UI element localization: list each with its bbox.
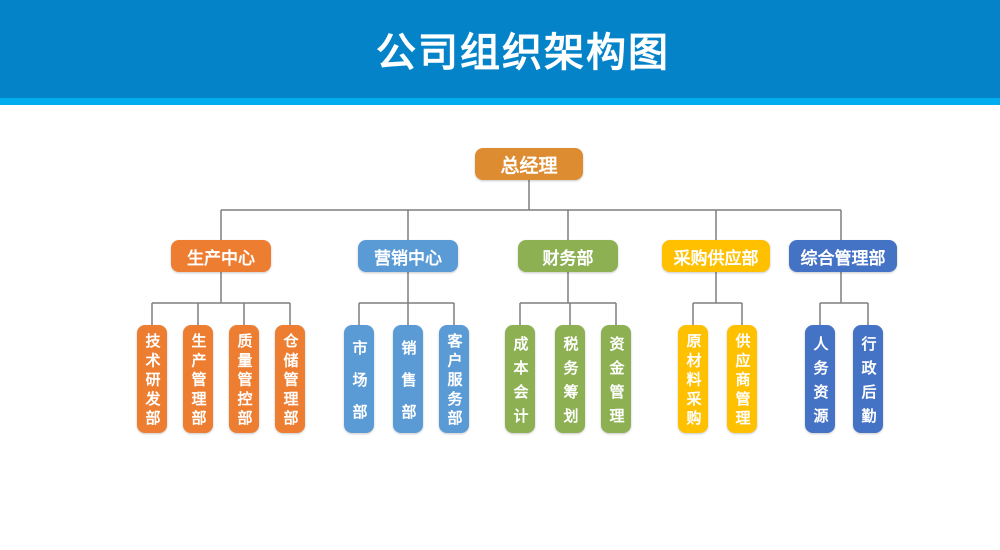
node-label: 资金管理 [607,335,625,432]
node-label: 质量管控部 [235,333,253,430]
node-label: 供应商管理 [733,333,751,430]
node-general-admin-dept: 综合管理部 [789,240,897,272]
node-admin-logistics-dept: 行政后勤 [853,325,883,433]
node-label: 技术研发部 [143,333,161,430]
finance-connectors [519,272,617,325]
marketing-connectors [358,272,455,325]
node-label: 仓储管理部 [281,333,299,430]
node-label: 原材料采购 [684,333,702,430]
node-label: 税务筹划 [561,335,579,432]
node-sales-dept: 销售部 [393,325,423,436]
node-label: 生产管理部 [189,333,207,430]
header-banner: 公司组织架构图 [0,0,1000,98]
root-connectors [220,180,842,240]
node-finance-dept: 财务部 [518,240,618,272]
node-label: 人务资源 [811,335,829,432]
admin-connectors [819,272,869,325]
node-label: 市场部 [350,339,368,436]
node-general-manager: 总经理 [475,148,583,180]
node-label: 客户服务部 [445,333,463,430]
node-quality-control-dept: 质量管控部 [229,325,259,433]
node-tech-rd-dept: 技术研发部 [137,325,167,433]
procurement-connectors [692,272,743,325]
node-supplier-mgmt: 供应商管理 [727,325,757,433]
node-label: 销售部 [399,339,417,436]
node-raw-material-procurement: 原材料采购 [678,325,708,433]
node-procurement-supply-dept: 采购供应部 [662,240,770,272]
node-customer-service-dept: 客户服务部 [439,325,469,433]
node-cost-accounting: 成本会计 [505,325,535,433]
node-tax-planning: 税务筹划 [555,325,585,433]
page-title: 公司组织架构图 [376,31,670,75]
header-accent-strip [0,98,1000,105]
node-label: 行政后勤 [859,335,877,432]
node-marketing-center: 营销中心 [358,240,458,272]
node-production-mgmt-dept: 生产管理部 [183,325,213,433]
node-fund-mgmt: 资金管理 [601,325,631,433]
node-label: 成本会计 [511,335,529,432]
node-hr-dept: 人务资源 [805,325,835,433]
node-warehouse-mgmt-dept: 仓储管理部 [275,325,305,433]
node-production-center: 生产中心 [171,240,271,272]
node-market-dept: 市场部 [344,325,374,436]
production-connectors [151,272,291,325]
